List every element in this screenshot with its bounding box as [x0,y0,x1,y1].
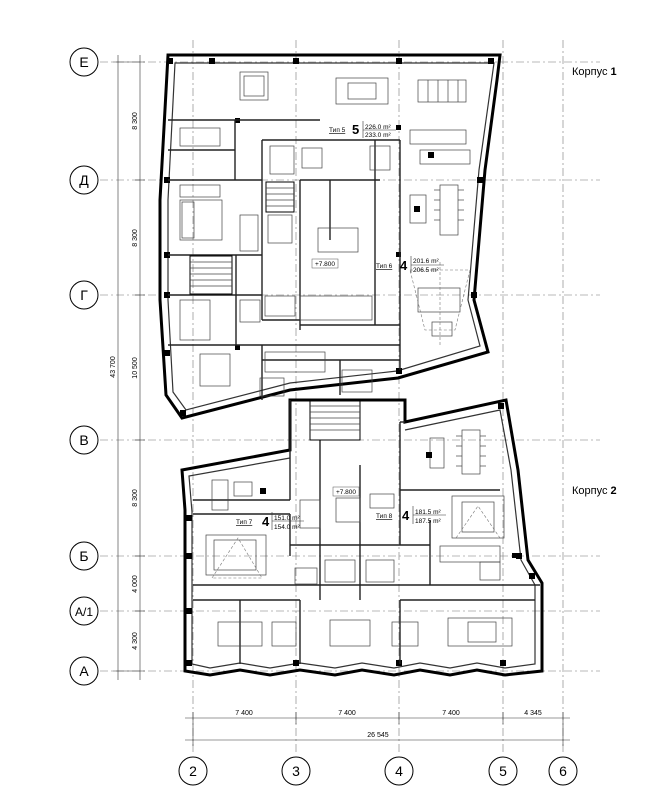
grid-axes-horizontal [100,61,600,672]
building-2-partitions [193,400,540,664]
dimension-label: 7 400 [338,710,356,717]
dimension-label: 4 300 [132,632,139,650]
axis-label-column: 6 [559,763,567,779]
svg-text:Тип 7: Тип 7 [236,519,253,526]
axis-label-row: Б [79,548,88,564]
dimension-label: 4 345 [524,710,542,717]
left-dimension-chain: 8 300 8 300 10 500 8 300 4 000 4 300 43 … [110,55,145,680]
apartment-label-type5: Тип 5 5 226.0 m² 233.0 m² [329,121,396,139]
axis-label-row: В [79,432,88,448]
apartment-label-type6: Тип 6 4 201.6 m² 206.5 m² [376,256,444,274]
dimension-label: 8 300 [132,489,139,507]
building-1-partitions [168,119,401,400]
stairs [189,181,361,441]
dimension-label: 8 300 [132,112,139,130]
svg-text:201.6 m²: 201.6 m² [413,258,439,265]
svg-text:187.5 m²: 187.5 m² [415,518,441,525]
svg-text:233.0 m²: 233.0 m² [365,132,391,139]
apartment-label-type7: Тип 7 4 151.0 m² 154.0 m² [236,512,304,531]
axis-label-column: 5 [499,763,507,779]
structural-columns [164,58,535,666]
dimension-label: 8 300 [132,229,139,247]
column-axis-bubbles: 2 3 4 5 6 [178,756,578,786]
level-mark: +7.800 [315,261,335,268]
svg-text:Тип 8: Тип 8 [376,513,393,520]
axis-label-row: А/1 [75,605,93,619]
bottom-dimension-chain: 7 400 7 400 7 400 4 345 26 545 [185,710,570,746]
axis-label-column: 3 [292,763,300,779]
apartment-label-type8: Тип 8 4 181.5 m² 187.5 m² [376,506,446,525]
svg-text:4: 4 [400,258,408,273]
svg-text:4: 4 [262,514,270,529]
total-dimension-label: 43 700 [110,356,117,378]
svg-text:226.0 m²: 226.0 m² [365,124,391,131]
building-1-outline [158,53,502,420]
svg-text:4: 4 [402,508,410,523]
axis-label-column: 4 [395,763,403,779]
svg-text:151.0 m²: 151.0 m² [274,515,300,522]
svg-text:5: 5 [352,122,359,137]
svg-text:206.5 m²: 206.5 m² [413,267,439,274]
dimension-label: 7 400 [235,710,253,717]
row-axis-bubbles: Е Д Г В Б А/1 А [69,47,99,686]
grid-axes-vertical [192,40,564,755]
axis-label-row: А [79,663,89,679]
dimension-label: 4 000 [132,575,139,593]
axis-label-row: Д [79,172,89,188]
axis-label-column: 2 [189,763,197,779]
building-2-furniture [205,429,517,647]
level-marks: +7.800 +7.800 [311,258,360,497]
level-mark: +7.800 [336,489,356,496]
svg-text:Тип 5: Тип 5 [329,127,346,134]
dimension-label: 10 500 [132,357,139,379]
dimension-label: 7 400 [442,710,460,717]
svg-text:181.5 m²: 181.5 m² [415,509,441,516]
total-dimension-label: 26 545 [367,732,389,739]
building-1-furniture [179,71,471,397]
svg-text:154.0 m²: 154.0 m² [274,524,300,531]
axis-label-row: Г [80,287,88,303]
building-label-2: Корпус 2 [572,485,617,497]
building-label-1: Корпус 1 [572,66,617,78]
building-2-outline [180,398,544,677]
axis-label-row: Е [79,54,88,70]
svg-text:Тип 6: Тип 6 [376,263,393,270]
